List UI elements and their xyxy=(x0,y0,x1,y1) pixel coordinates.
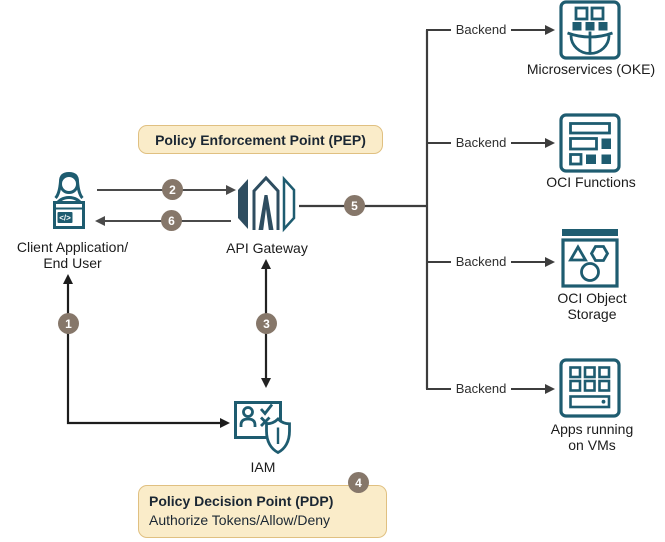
step-6-badge: 6 xyxy=(161,210,182,231)
backend-connector-label-3: Backend xyxy=(455,254,507,269)
backend-2-label-line1: OCI Functions xyxy=(546,174,636,190)
arrow-client-iam-elbow xyxy=(63,274,230,428)
backend-connector-label-2: Backend xyxy=(455,135,507,150)
backend-3-label-line1: OCI Object xyxy=(557,290,627,306)
pdp-callout-box: Policy Decision Point (PDP) Authorize To… xyxy=(138,485,387,538)
backend-1-label-line1: Microservices (OKE) xyxy=(526,61,656,77)
pep-title: Policy Enforcement Point (PEP) xyxy=(155,131,366,148)
backend-4-label-line2: on VMs xyxy=(568,437,616,453)
apps-on-vms-icon xyxy=(559,358,621,418)
api-gateway-icon xyxy=(238,175,296,233)
client-label-line2: End User xyxy=(43,255,102,271)
microservices-oke-icon xyxy=(559,0,621,60)
svg-text:</>: </> xyxy=(59,214,71,223)
oci-functions-icon xyxy=(559,113,621,173)
backend-connector-label-1: Backend xyxy=(455,22,507,37)
pep-callout-box: Policy Enforcement Point (PEP) xyxy=(138,125,383,154)
step-3-badge: 3 xyxy=(256,313,277,334)
iam-label: IAM xyxy=(241,459,285,475)
iam-shield-icon xyxy=(234,401,291,455)
backend-4-label: Apps running on VMs xyxy=(532,421,652,453)
gateway-label-text: API Gateway xyxy=(226,240,308,256)
iam-label-text: IAM xyxy=(250,459,276,475)
pdp-subtitle: Authorize Tokens/Allow/Deny xyxy=(149,512,331,528)
backend-3-label-line2: Storage xyxy=(567,306,617,322)
oci-object-storage-icon xyxy=(561,229,619,288)
gateway-label: API Gateway xyxy=(217,240,317,256)
step-2-badge: 2 xyxy=(162,179,183,200)
client-user-icon: </> xyxy=(53,171,85,229)
backend-1-label: Microservices (OKE) xyxy=(517,61,665,77)
step-4-badge: 4 xyxy=(348,472,369,493)
client-label: Client Application/ End User xyxy=(0,239,145,271)
branch-lines-backend xyxy=(426,29,451,390)
backend-connector-label-4: Backend xyxy=(455,381,507,396)
backend-3-label: OCI Object Storage xyxy=(532,290,652,322)
client-label-line1: Client Application/ xyxy=(16,239,129,255)
pdp-title: Policy Decision Point (PDP) xyxy=(149,493,334,509)
step-5-badge: 5 xyxy=(344,195,365,216)
arrows-backend-to-services xyxy=(511,25,555,394)
backend-4-label-line1: Apps running xyxy=(550,421,634,437)
backend-2-label: OCI Functions xyxy=(521,174,661,190)
step-1-badge: 1 xyxy=(58,313,79,334)
